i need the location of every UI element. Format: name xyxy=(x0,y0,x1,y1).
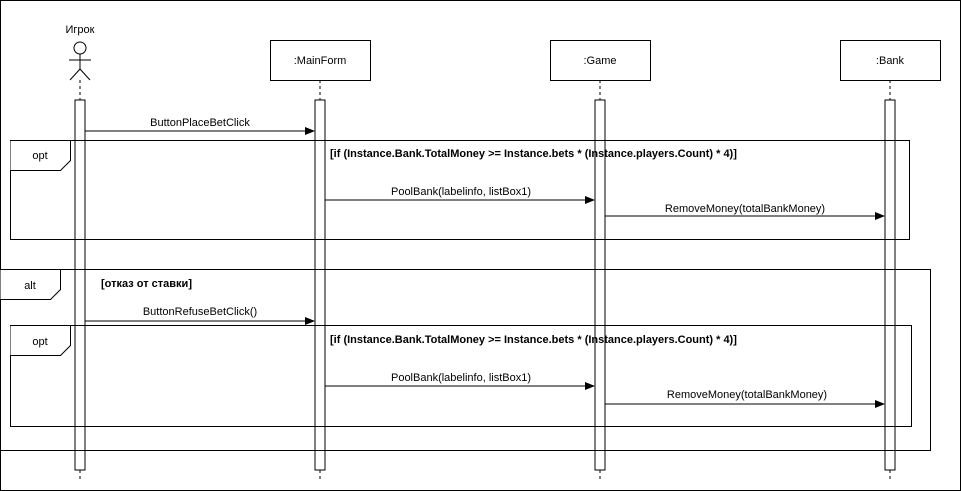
message-label: ButtonPlaceBetClick xyxy=(150,117,250,129)
message-label: RemoveMoney(totalBankMoney) xyxy=(665,203,825,215)
lifeline-bank-label: :Bank xyxy=(876,55,905,67)
fragment-operator: alt xyxy=(24,280,36,292)
lifeline-bank-header[interactable]: :Bank xyxy=(840,40,941,81)
fragment-opt-1[interactable]: opt [if (Instance.Bank.TotalMoney >= Ins… xyxy=(10,140,910,240)
actor-player[interactable]: Игрок xyxy=(66,24,95,81)
actor-label: Игрок xyxy=(66,24,95,36)
lifeline-mainform-label: :MainForm xyxy=(294,55,347,67)
fragment-operator: opt xyxy=(32,336,47,348)
actor-activation-bar xyxy=(74,99,86,471)
message-label: ButtonRefuseBetClick() xyxy=(143,306,257,318)
actor-stick-figure-icon xyxy=(69,41,91,81)
lifeline-bank-activation xyxy=(884,99,896,471)
message-remove-money-2[interactable]: RemoveMoney(totalBankMoney) xyxy=(605,389,885,408)
fragment-guard: [if (Instance.Bank.TotalMoney >= Instanc… xyxy=(330,148,737,160)
lifeline-game-activation xyxy=(594,99,606,471)
message-label: RemoveMoney(totalBankMoney) xyxy=(667,389,827,401)
message-button-refuse-bet-click[interactable]: ButtonRefuseBetClick() xyxy=(85,306,315,325)
lifeline-game-label: :Game xyxy=(583,55,616,67)
message-pool-bank-2[interactable]: PoolBank(labelinfo, listBox1) xyxy=(325,372,595,390)
fragment-operator: opt xyxy=(32,150,47,162)
fragment-guard: [if (Instance.Bank.TotalMoney >= Instanc… xyxy=(330,334,737,346)
fragment-opt-2[interactable]: opt [if (Instance.Bank.TotalMoney >= Ins… xyxy=(10,325,912,427)
message-remove-money-1[interactable]: RemoveMoney(totalBankMoney) xyxy=(605,203,885,220)
fragment-alt[interactable]: alt [отказ от ставки] xyxy=(0,269,931,451)
lifeline-game-header[interactable]: :Game xyxy=(550,40,651,81)
lifeline-mainform-header[interactable]: :MainForm xyxy=(270,40,371,81)
message-button-place-bet-click[interactable]: ButtonPlaceBetClick xyxy=(85,117,315,135)
message-label: PoolBank(labelinfo, listBox1) xyxy=(391,372,531,384)
fragment-guard: [отказ от ставки] xyxy=(101,278,192,290)
message-label: PoolBank(labelinfo, listBox1) xyxy=(391,186,531,198)
lifeline-mainform-activation xyxy=(314,99,326,471)
message-pool-bank-1[interactable]: PoolBank(labelinfo, listBox1) xyxy=(325,186,595,204)
